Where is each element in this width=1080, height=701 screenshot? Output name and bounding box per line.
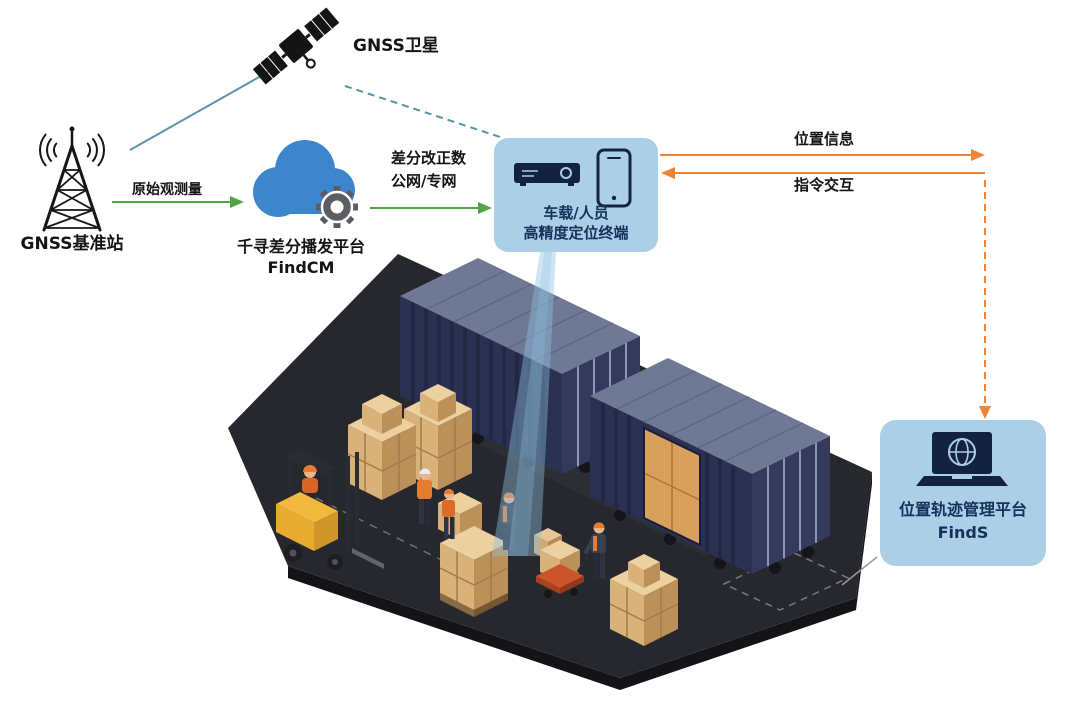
terminal-label-line2: 高精度定位终端: [523, 224, 629, 242]
base-station-label: GNSS基准站: [20, 234, 124, 254]
signal-waves-icon: [39, 133, 105, 167]
laptop-globe-icon: [916, 432, 1008, 486]
raw-observation-label: 原始观测量: [132, 182, 202, 198]
satellite-icon: [252, 7, 340, 85]
worker-3: [501, 492, 516, 550]
satellite-to-station-line: [129, 71, 269, 151]
container-door-end: [752, 436, 830, 574]
management-platform-bubble: [841, 420, 1046, 586]
raw-observation-arrow: [112, 196, 244, 208]
shipping-container-2: [590, 358, 830, 574]
open-door-cargo: [643, 426, 701, 547]
gear-icon: [316, 186, 358, 228]
pallet-stack-d: [609, 554, 679, 646]
correction-arrow: [370, 202, 492, 214]
pallet-base: [440, 593, 474, 617]
management-platform-title: 位置轨迹管理平台: [898, 500, 1027, 519]
position-info-label: 位置信息: [793, 130, 854, 148]
satellite-link-lines: [129, 71, 501, 151]
satellite-to-terminal-dashed-line: [344, 85, 501, 138]
radio-tower-icon: [39, 126, 105, 232]
arrowhead-right: [971, 149, 985, 161]
correction-label-line2: 公网/专网: [391, 172, 457, 190]
command-interaction-label: 指令交互: [793, 176, 854, 194]
driver-helmet: [303, 465, 317, 472]
fork-blade: [352, 548, 384, 569]
driver-torso: [302, 478, 318, 493]
helmet: [444, 489, 454, 494]
pallet-stack-c: [439, 526, 509, 617]
arrowhead-left: [661, 167, 675, 179]
terminal-bubble: [494, 138, 658, 252]
forklift: [276, 449, 384, 570]
arrowhead: [230, 196, 244, 208]
orange-link-arrows: [660, 149, 991, 419]
pallet-jack: [534, 522, 606, 598]
correction-label-line1: 差分改正数: [391, 149, 467, 167]
worker-2: [442, 489, 455, 539]
worker-pallet-jack: [584, 522, 606, 579]
workers: [417, 468, 516, 550]
warehouse-illustration: [228, 252, 872, 690]
cloud-platform-title: 千寻差分播发平台: [236, 237, 365, 256]
arrowhead: [478, 202, 492, 214]
satellite-label: GNSS卫星: [353, 36, 439, 56]
management-platform-subtitle: FindS: [937, 523, 989, 542]
vehicle-terminal-icon: [514, 163, 580, 186]
pallet-base: [474, 593, 508, 617]
pallet-stack-a: [347, 394, 417, 500]
terminal-label-line1: 车载/人员: [543, 204, 609, 222]
worker-1: [417, 468, 432, 524]
cloud-platform-subtitle: FindCM: [267, 258, 335, 277]
door-lock-rods: [767, 442, 817, 567]
arrowhead-down: [979, 406, 991, 419]
helmet: [419, 468, 431, 474]
bubble-tail-line: [841, 556, 878, 586]
helmet: [593, 522, 605, 528]
smartphone-icon: [596, 148, 632, 208]
positioning-beam: [492, 252, 556, 556]
helmet: [503, 492, 515, 498]
marked-zone: [722, 551, 850, 611]
